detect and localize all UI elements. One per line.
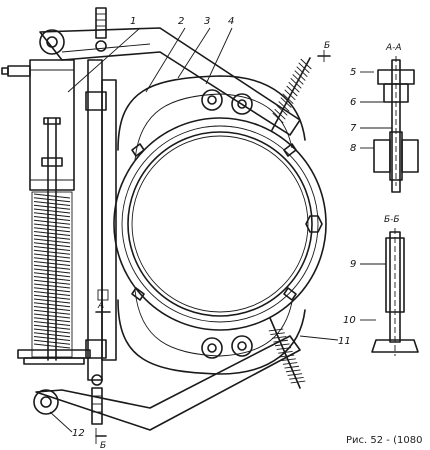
label-7: 7: [350, 123, 357, 134]
label-4: 4: [228, 16, 234, 27]
upper-pivot: [39, 7, 107, 55]
label-2: 2: [178, 16, 184, 27]
section-bb-title: Б-Б: [384, 215, 400, 225]
cylinder-assembly: [1, 59, 75, 361]
lower-pivot: [33, 374, 103, 425]
label-1: 1: [130, 16, 136, 27]
label-11: 11: [338, 336, 351, 347]
section-aa: [373, 56, 419, 193]
right-spring-lower: [268, 317, 306, 389]
leaders: [49, 27, 392, 433]
figure-caption: Рис. 52 - (1080: [346, 435, 422, 446]
tie-rods: [85, 59, 117, 381]
label-10: 10: [343, 315, 356, 326]
label-8: 8: [350, 143, 356, 154]
cut-marker-b-bottom: Б: [100, 441, 106, 450]
label-6: 6: [350, 97, 356, 108]
label-5: 5: [350, 67, 356, 78]
upper-lever: [39, 27, 301, 136]
section-aa-title: А-А: [385, 43, 402, 53]
right-spring-upper: [271, 57, 312, 131]
brake-drum: [113, 117, 327, 331]
section-bb: [371, 228, 419, 356]
brake-shoes: [117, 75, 306, 375]
label-12: 12: [72, 428, 85, 439]
cut-marker-b-top: Б: [324, 41, 330, 51]
label-9: 9: [350, 259, 356, 270]
label-3: 3: [204, 16, 210, 27]
section-cuts: [95, 50, 331, 444]
lower-lever: [35, 335, 301, 431]
spring-left: [17, 191, 91, 365]
cut-marker-a: А: [97, 301, 104, 311]
